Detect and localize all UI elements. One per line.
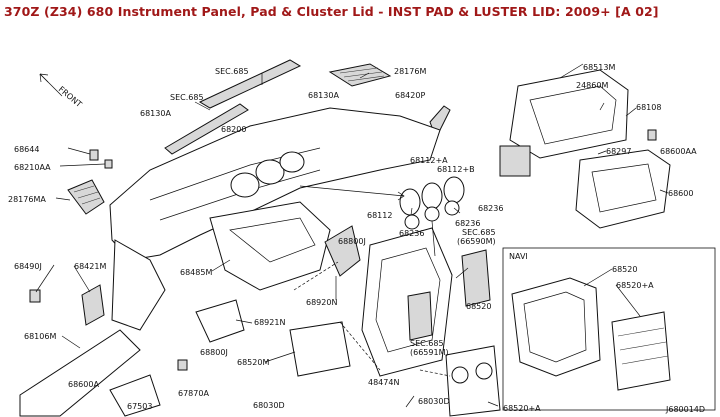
cluster-lid-68520	[289, 227, 501, 417]
label-68108: 68108	[636, 103, 661, 112]
label-68921n: 68921N	[254, 318, 285, 327]
navi-variant-box: NAVI	[502, 247, 716, 411]
label-68130a-b: 68130A	[140, 109, 171, 118]
knee-trim-68421m	[81, 284, 105, 326]
label-28176m: 28176M	[394, 67, 426, 76]
label-68106m: 68106M	[24, 332, 56, 341]
label-sec685-mid: SEC.685	[170, 93, 204, 102]
label-68520a-bottom: 68520+A	[503, 404, 541, 413]
label-24860m: 24860M	[576, 81, 608, 90]
label-sec685-r1: SEC.685	[462, 228, 496, 237]
label-68520a-navi: 68520+A	[616, 281, 654, 290]
cluster-rings-68112	[399, 176, 465, 230]
label-68236-a: 68236	[478, 204, 503, 213]
navi-label: NAVI	[509, 252, 528, 261]
label-67503: 67503	[127, 402, 152, 411]
label-28176ma: 28176MA	[8, 195, 46, 204]
label-sec685-top: SEC.685	[215, 67, 249, 76]
clip-67870a	[177, 359, 188, 371]
label-68520-navi: 68520	[612, 265, 637, 274]
parts-diagram: FRONT	[8, 59, 716, 417]
label-68236-b: 68236	[455, 219, 480, 228]
label-68421m: 68421M	[74, 262, 106, 271]
label-68600: 68600	[668, 189, 693, 198]
label-sec685-r1-code: (66590M)	[457, 237, 496, 246]
label-48474n: 48474N	[368, 378, 399, 387]
label-68513m: 68513M	[583, 63, 615, 72]
lower-cover-67503	[109, 374, 161, 417]
label-67870a: 67870A	[178, 389, 209, 398]
part-labels: SEC.685 28176M SEC.685 68130A 68420P 681…	[8, 63, 705, 414]
label-68297: 68297	[606, 147, 631, 156]
glove-box-68108	[499, 69, 671, 229]
label-68112a: 68112+A	[410, 156, 448, 165]
label-68800j-b: 68800J	[338, 237, 366, 246]
vent-sec685	[407, 291, 433, 341]
label-68920n: 68920N	[306, 298, 337, 307]
label-68200: 68200	[221, 125, 246, 134]
vent-68520	[461, 249, 491, 307]
speaker-grille-28176ma	[67, 179, 105, 215]
label-68644: 68644	[14, 145, 39, 154]
clip-68490j	[29, 289, 41, 303]
instrument-panel-pad-68200	[109, 107, 441, 331]
leader-lines	[35, 63, 669, 408]
label-68112b: 68112+B	[437, 165, 475, 174]
clip-68644	[89, 149, 99, 161]
lower-lid-68921n	[195, 299, 245, 343]
label-68520-mid: 68520	[466, 302, 491, 311]
label-68112: 68112	[367, 211, 392, 220]
label-68800j-a: 68800J	[200, 348, 228, 357]
page-title: 370Z (Z34) 680 Instrument Panel, Pad & C…	[4, 4, 659, 19]
front-direction-arrow: FRONT	[39, 73, 84, 110]
label-68210aa: 68210AA	[14, 163, 51, 172]
label-68420p: 68420P	[395, 91, 425, 100]
label-68490j: 68490J	[14, 262, 42, 271]
front-label: FRONT	[57, 85, 84, 110]
label-sec685-r2-code: (66591M)	[410, 348, 449, 357]
bracket-68920n	[324, 225, 361, 277]
diagram-code: J680014D	[665, 405, 705, 414]
speaker-grille-28176m	[328, 63, 392, 87]
label-68520m: 68520M	[237, 358, 269, 367]
label-68030d-a: 68030D	[253, 401, 285, 410]
label-sec685-r2: SEC.685	[410, 339, 444, 348]
label-68030d-b: 68030D	[418, 397, 450, 406]
clip-68210aa	[104, 159, 113, 169]
label-68236-c: 68236	[399, 229, 424, 238]
lower-cover-68106m	[19, 329, 141, 417]
label-68485m: 68485M	[180, 268, 212, 277]
label-68130a-a: 68130A	[308, 91, 339, 100]
label-68600aa: 68600AA	[660, 147, 697, 156]
clip-68600aa	[647, 129, 657, 141]
defroster-grille-strips	[164, 59, 302, 155]
label-68600a-left: 68600A	[68, 380, 99, 389]
